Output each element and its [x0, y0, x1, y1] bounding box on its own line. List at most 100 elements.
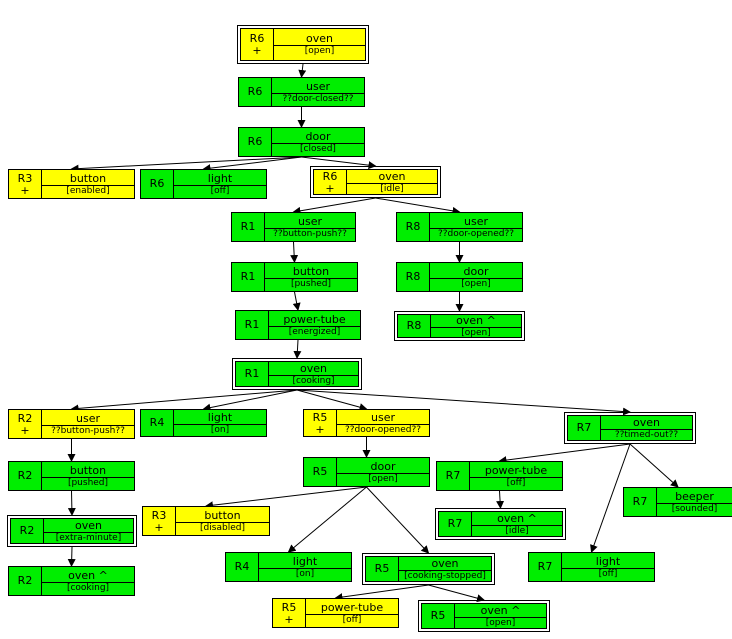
requirement-cell: R5 [366, 557, 399, 581]
requirement-cell: R6 [141, 170, 174, 198]
component-name: user [371, 410, 395, 424]
component-name: user [298, 214, 322, 228]
requirement-label: R2 [17, 469, 33, 482]
requirement-cell: R5 [422, 604, 455, 628]
state-node: R3+button[disabled] [142, 506, 270, 536]
state-node: R5 door[open] [303, 457, 430, 487]
requirement-label: R7 [445, 469, 461, 482]
requirement-cell: R7 [529, 553, 562, 581]
component-name: oven [431, 557, 459, 570]
requirement-label: R1 [240, 270, 256, 283]
component-name: light [207, 410, 233, 424]
component-name: light [292, 554, 318, 568]
component-state: [idle] [347, 182, 437, 195]
component-name: oven ^ [456, 315, 496, 327]
requirement-label: R4 [149, 416, 165, 429]
requirement-label: R5 [312, 465, 328, 478]
node-body: user??door-closed?? [272, 78, 364, 106]
requirement-cell: R2 [9, 462, 42, 490]
requirement-label: R7 [447, 517, 463, 530]
state-node: R6+oven[open] [237, 25, 369, 64]
component-state: [closed] [272, 142, 364, 155]
edge-arrow [292, 291, 301, 311]
requirement-label: R5 [374, 562, 390, 575]
edge-arrow [296, 389, 631, 416]
requirement-cell: R5+ [273, 599, 306, 627]
node-body: light[off] [562, 553, 654, 581]
state-node: R3+button[enabled] [8, 169, 135, 199]
requirement-cell: R6 [239, 128, 272, 156]
state-node: R1 button[pushed] [231, 262, 358, 292]
requirement-label: R8 [405, 220, 421, 233]
node-body: user??door-opened?? [337, 410, 429, 436]
node-body: oven[cooking] [269, 362, 358, 386]
component-state: [sounded] [657, 502, 732, 515]
component-name: oven [306, 32, 333, 45]
node-body: beeper[sounded] [657, 488, 732, 516]
component-state: [energized] [269, 325, 360, 338]
requirement-cell: R2 [9, 567, 42, 595]
component-name: beeper [675, 489, 714, 503]
component-state: [open] [337, 472, 429, 485]
component-state: [off] [174, 184, 266, 197]
plus-marker: + [315, 422, 325, 436]
component-state: [on] [174, 423, 266, 436]
requirement-cell: R3+ [9, 170, 42, 198]
node-body: oven ^[cooking] [42, 567, 134, 595]
node-body: door[open] [430, 263, 522, 291]
component-name: door [305, 129, 331, 143]
requirement-label: R6 [247, 135, 263, 148]
component-state: [open] [274, 45, 365, 57]
component-name: user [76, 411, 100, 425]
state-node: R2+user??button-push?? [8, 409, 135, 439]
requirement-cell: R6+ [241, 29, 274, 60]
requirement-cell: R7 [437, 462, 470, 490]
node-body: power-tube[off] [306, 599, 398, 627]
state-node: R5+power-tube[off] [272, 598, 399, 628]
edge-arrow [334, 584, 429, 601]
component-state: [off] [562, 567, 654, 580]
component-name: button [292, 264, 330, 278]
component-name: power-tube [283, 312, 346, 326]
edge-arrow [67, 490, 76, 516]
requirement-label: R3 [17, 171, 33, 185]
edge-arrow [296, 389, 368, 412]
requirement-cell: R1 [236, 362, 269, 386]
requirement-label: R6 [149, 177, 165, 190]
node-body: door[closed] [272, 128, 364, 156]
component-state: [pushed] [42, 476, 134, 489]
node-body: user??button-push?? [42, 410, 134, 438]
component-state: ??timed-out?? [601, 428, 692, 441]
requirement-cell: R4 [226, 553, 259, 581]
requirement-cell: R4 [141, 410, 174, 436]
requirement-cell: R1 [236, 311, 269, 339]
component-state: [idle] [472, 524, 562, 537]
node-body: oven[cooking-stopped] [399, 557, 491, 581]
component-state: [pushed] [265, 277, 357, 290]
requirement-cell: R2+ [9, 410, 42, 438]
node-body: door[open] [337, 458, 429, 486]
edge-arrow [292, 197, 376, 215]
edge-arrow [298, 63, 307, 78]
component-name: button [204, 508, 241, 522]
component-state: [disabled] [176, 521, 269, 534]
component-name: door [370, 459, 396, 473]
requirement-cell: R8 [397, 213, 430, 241]
edge-arrow [70, 389, 298, 413]
edge-arrow [290, 241, 299, 263]
requirement-label: R8 [406, 319, 422, 332]
state-node: R5+user??door-opened?? [303, 409, 430, 437]
edge-arrow [498, 443, 631, 465]
node-body: oven[open] [274, 29, 365, 60]
component-state: [open] [430, 277, 522, 290]
requirement-label: R8 [405, 270, 421, 283]
